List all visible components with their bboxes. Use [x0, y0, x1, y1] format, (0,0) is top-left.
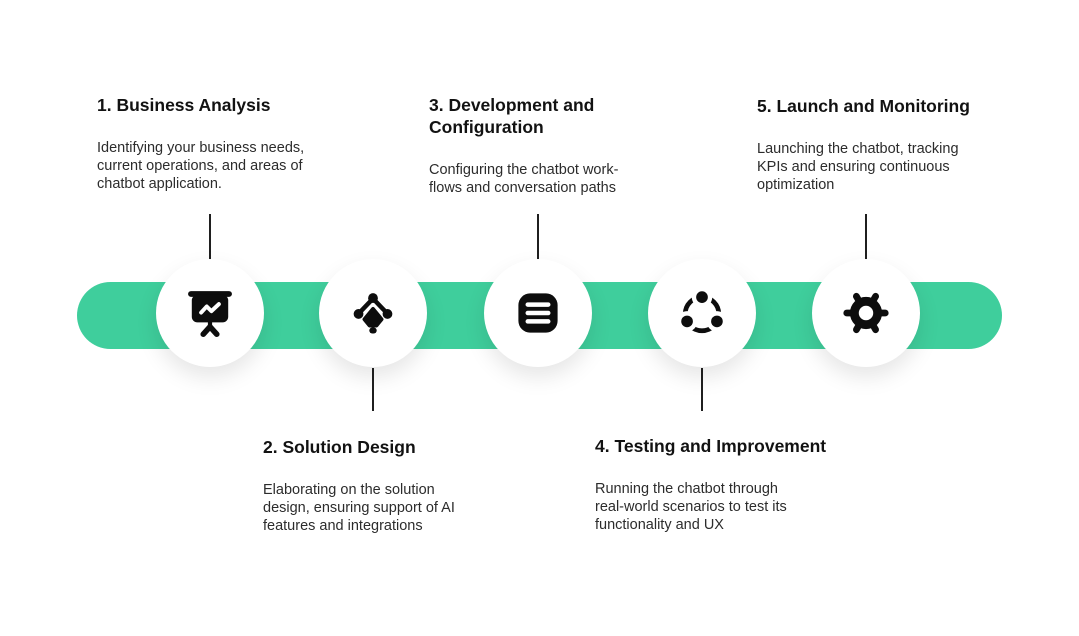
- step-1-description: Identifying your business needs, current…: [97, 140, 305, 192]
- step-5-heading: 5. Launch and Monitoring: [757, 96, 970, 116]
- step-4-node: [648, 259, 756, 367]
- step-4-heading: 4. Testing and Improvement: [595, 436, 827, 456]
- connector-step-2: [372, 368, 374, 411]
- step-3-description: Configuring the chatbot work- flows and …: [429, 162, 619, 196]
- step-3-node: [484, 259, 592, 367]
- step-1-heading: 1. Business Analysis: [97, 95, 271, 115]
- presentation-chart-icon: [182, 285, 238, 341]
- connector-step-4: [701, 368, 703, 411]
- connector-step-3: [537, 214, 539, 260]
- step-1-label: 1. Business Analysis Identifying your bu…: [97, 94, 357, 193]
- step-2-heading: 2. Solution Design: [263, 437, 416, 457]
- step-5-description: Launching the chatbot, tracking KPIs and…: [757, 141, 959, 193]
- step-5-label: 5. Launch and Monitoring Launching the c…: [757, 95, 1007, 194]
- share-network-icon: [674, 285, 730, 341]
- list-icon: [510, 285, 566, 341]
- step-3-label: 3. Development and Configuration Configu…: [429, 94, 679, 197]
- step-3-heading: 3. Development and Configuration: [429, 95, 595, 137]
- vector-nodes-icon: [345, 285, 401, 341]
- step-2-description: Elaborating on the solution design, ensu…: [263, 482, 455, 534]
- step-2-node: [319, 259, 427, 367]
- connector-step-1: [209, 214, 211, 260]
- step-5-node: [812, 259, 920, 367]
- connector-step-5: [865, 214, 867, 260]
- step-2-label: 2. Solution Design Elaborating on the so…: [263, 436, 523, 535]
- gear-icon: [838, 285, 894, 341]
- step-4-label: 4. Testing and Improvement Running the c…: [595, 435, 865, 534]
- step-4-description: Running the chatbot through real-world s…: [595, 481, 787, 533]
- step-1-node: [156, 259, 264, 367]
